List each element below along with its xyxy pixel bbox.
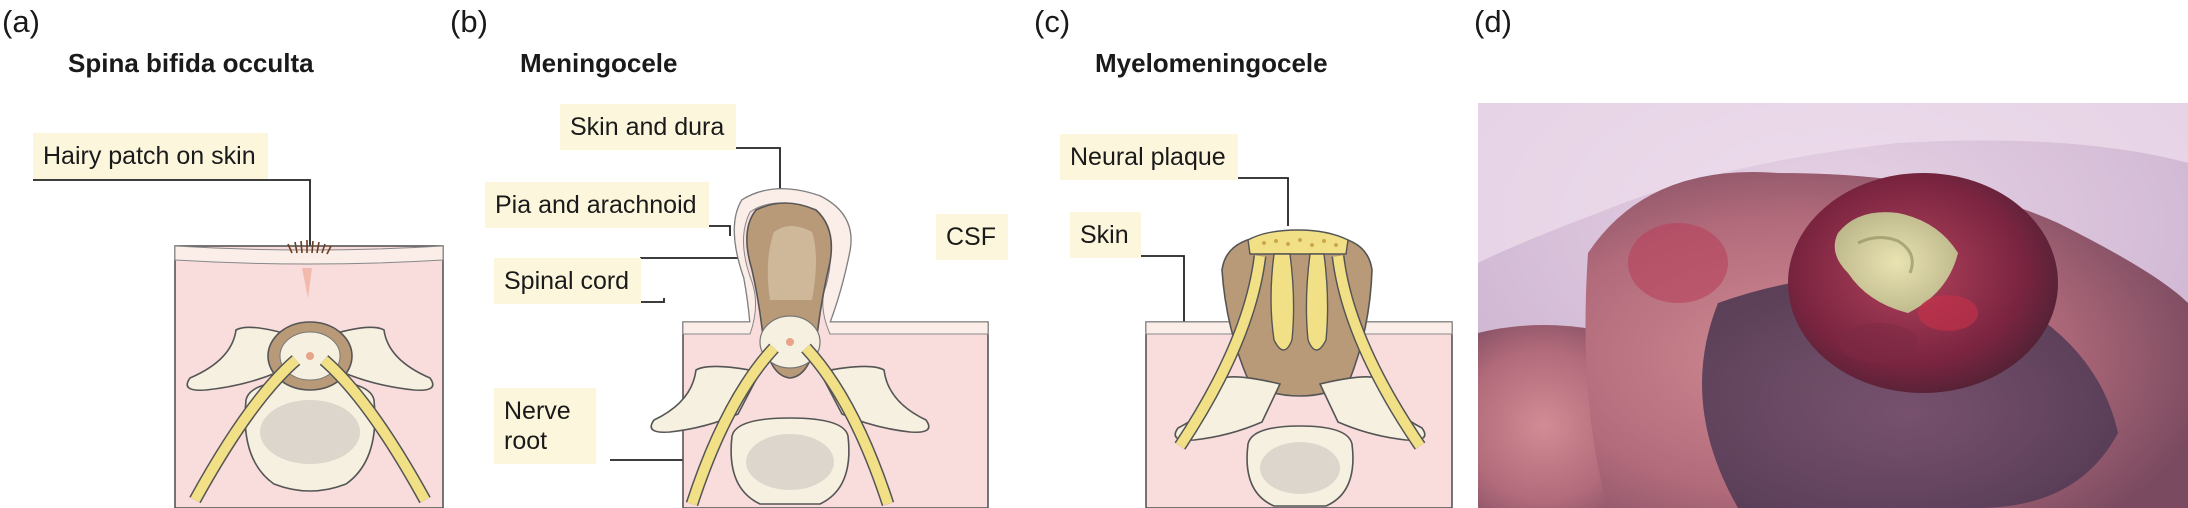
hairy-patch	[287, 240, 332, 255]
label-pia-and-arachnoid: Pia and arachnoid	[485, 182, 709, 228]
label-skin: Skin	[1070, 212, 1141, 258]
label-hairy-patch: Hairy patch on skin	[33, 133, 268, 179]
spina-bifida-occulta-diagram	[33, 179, 444, 508]
panel-letter: (b)	[450, 4, 488, 39]
panel-letter: (a)	[2, 4, 40, 39]
panel-letter: (c)	[1034, 4, 1071, 39]
panel-title: Myelomeningocele	[1095, 48, 1328, 78]
panel-a: (a) Spina bifida occulta Hairy patch	[0, 0, 444, 508]
panel-title: Meningocele	[520, 48, 678, 78]
myelomeningocele-diagram	[1060, 177, 1453, 508]
meningocele-diagram	[485, 147, 989, 508]
label-skin-and-dura: Skin and dura	[560, 104, 737, 150]
panel-letter: (d)	[1474, 4, 1512, 39]
panel-title: Spina bifida occulta	[68, 48, 314, 78]
label-csf: CSF	[936, 214, 1008, 260]
myelomeningocele-photo	[1478, 103, 2188, 508]
label-nerve-root: Nerve root	[494, 388, 596, 464]
label-neural-plaque: Neural plaque	[1060, 134, 1238, 180]
clinical-photograph	[1478, 103, 2188, 508]
label-spinal-cord: Spinal cord	[494, 258, 642, 304]
panel-c: (c) Myelomeningocele Neural plaque Skin	[1030, 0, 1470, 508]
panel-b: (b) Meningocele Skin and dura Pia and ar…	[440, 0, 1040, 508]
